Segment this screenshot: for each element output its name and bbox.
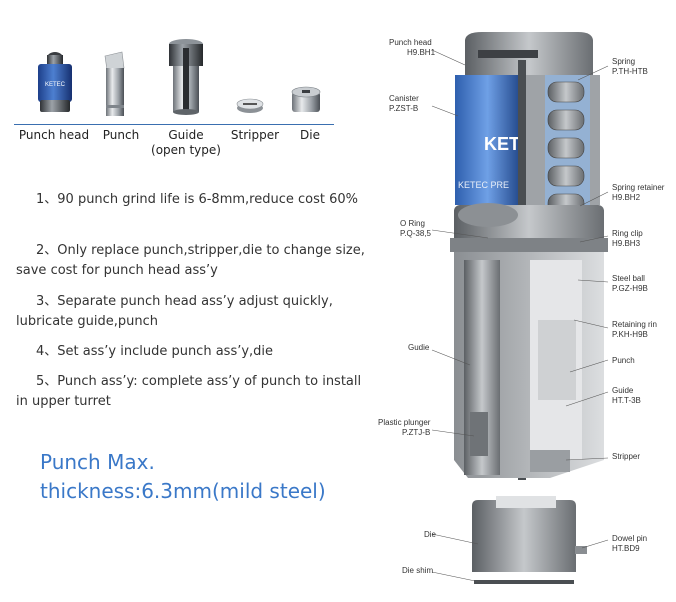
part-label-guide: Guide (open type): [151, 128, 221, 157]
feature-item: 5、Punch ass’y: complete ass’y of punch t…: [16, 374, 362, 409]
canister-shape: [455, 75, 520, 205]
callout-die-shim: Die shim: [402, 566, 434, 575]
guide-image: [169, 39, 203, 115]
punch-head-image: KETEC: [38, 52, 72, 112]
highlight-line-2: thickness:6.3mm(mild steel): [40, 479, 326, 503]
callout-lines: [431, 49, 609, 583]
die-shim-shape: [474, 580, 574, 584]
callout-gudie: Gudie: [408, 343, 430, 352]
max-thickness-note: Punch Max. thickness:6.3mm(mild steel): [40, 448, 380, 506]
callout-stripper: Stripper: [612, 452, 641, 461]
feature-item: 1、90 punch grind life is 6-8mm,reduce co…: [36, 192, 358, 207]
feature-item: 4、Set ass’y include punch ass’y,die: [36, 344, 274, 359]
product-parts-illustration: KETEC: [38, 39, 321, 116]
highlight-line-1: Punch Max.: [40, 450, 155, 474]
stripper-image: [236, 98, 264, 113]
die-image: [291, 86, 321, 112]
feature-item: 2、Only replace punch,stripper,die to cha…: [16, 243, 365, 278]
part-label-punch: Punch: [102, 128, 140, 142]
svg-text:KETEC: KETEC: [45, 82, 66, 88]
callout-die: Die: [424, 530, 437, 539]
callout-punch: Punch: [612, 356, 635, 365]
die-shape: [472, 500, 576, 572]
svg-text:KETEC PRE: KETEC PRE: [458, 180, 509, 190]
punch-image: [104, 51, 125, 116]
part-label-stripper: Stripper: [230, 128, 280, 142]
svg-text:KET: KET: [484, 134, 520, 154]
divider-line: [14, 124, 334, 125]
feature-item: 3、Separate punch head ass’y adjust quick…: [16, 294, 333, 329]
punch-assembly-cross-section: KET KETEC PRE: [431, 32, 609, 584]
part-label-punch-head: Punch head: [18, 128, 90, 142]
part-label-die: Die: [300, 128, 320, 142]
